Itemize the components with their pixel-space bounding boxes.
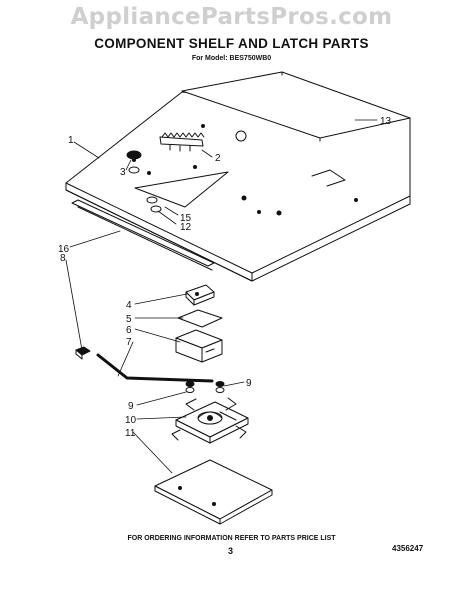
leader-lines [65,119,378,474]
callout-15: 15 [180,213,192,224]
latch-spacers [185,381,225,393]
callout-4: 4 [126,300,132,311]
callout-13: 13 [380,116,392,127]
latch-cover [154,459,273,525]
callout-10: 10 [125,415,137,426]
watermark: AppliancePartsPros.com [70,4,393,30]
shelf-rail [71,199,215,271]
plug-button [126,150,142,174]
latch-switch [185,284,215,306]
callout-8: 8 [60,253,66,264]
model-line: For Model: BES750WB0 [191,55,272,62]
grommets [146,196,162,213]
callout-12: 12 [180,222,192,233]
insulator-plate [177,309,223,328]
callout-11: 11 [125,428,136,439]
diagram-title: COMPONENT SHELF AND LATCH PARTS [94,36,369,51]
switch-housing [175,329,223,363]
terminal-block [159,132,205,152]
cover-panel [181,71,411,142]
callout-3: 3 [120,167,126,178]
callout-5: 5 [126,314,132,325]
callout-numbers: 1 13 2 3 15 12 16 8 4 5 6 7 9 9 10 11 [58,116,392,439]
callout-16: 16 [58,244,70,255]
ordering-information: FOR ORDERING INFORMATION REFER TO PARTS … [127,535,336,542]
callout-7: 7 [126,337,132,348]
callout-1: 1 [68,135,74,146]
page-number: 3 [228,546,234,556]
latch-assembly [171,397,249,444]
callout-9-right: 9 [246,378,252,389]
component-shelf [65,91,411,282]
part-code: 4356247 [392,544,424,553]
callout-6: 6 [126,325,132,336]
rod-bushing [75,346,91,360]
latch-rod [96,353,214,383]
callout-2: 2 [215,153,221,164]
callout-9-left: 9 [128,401,134,412]
